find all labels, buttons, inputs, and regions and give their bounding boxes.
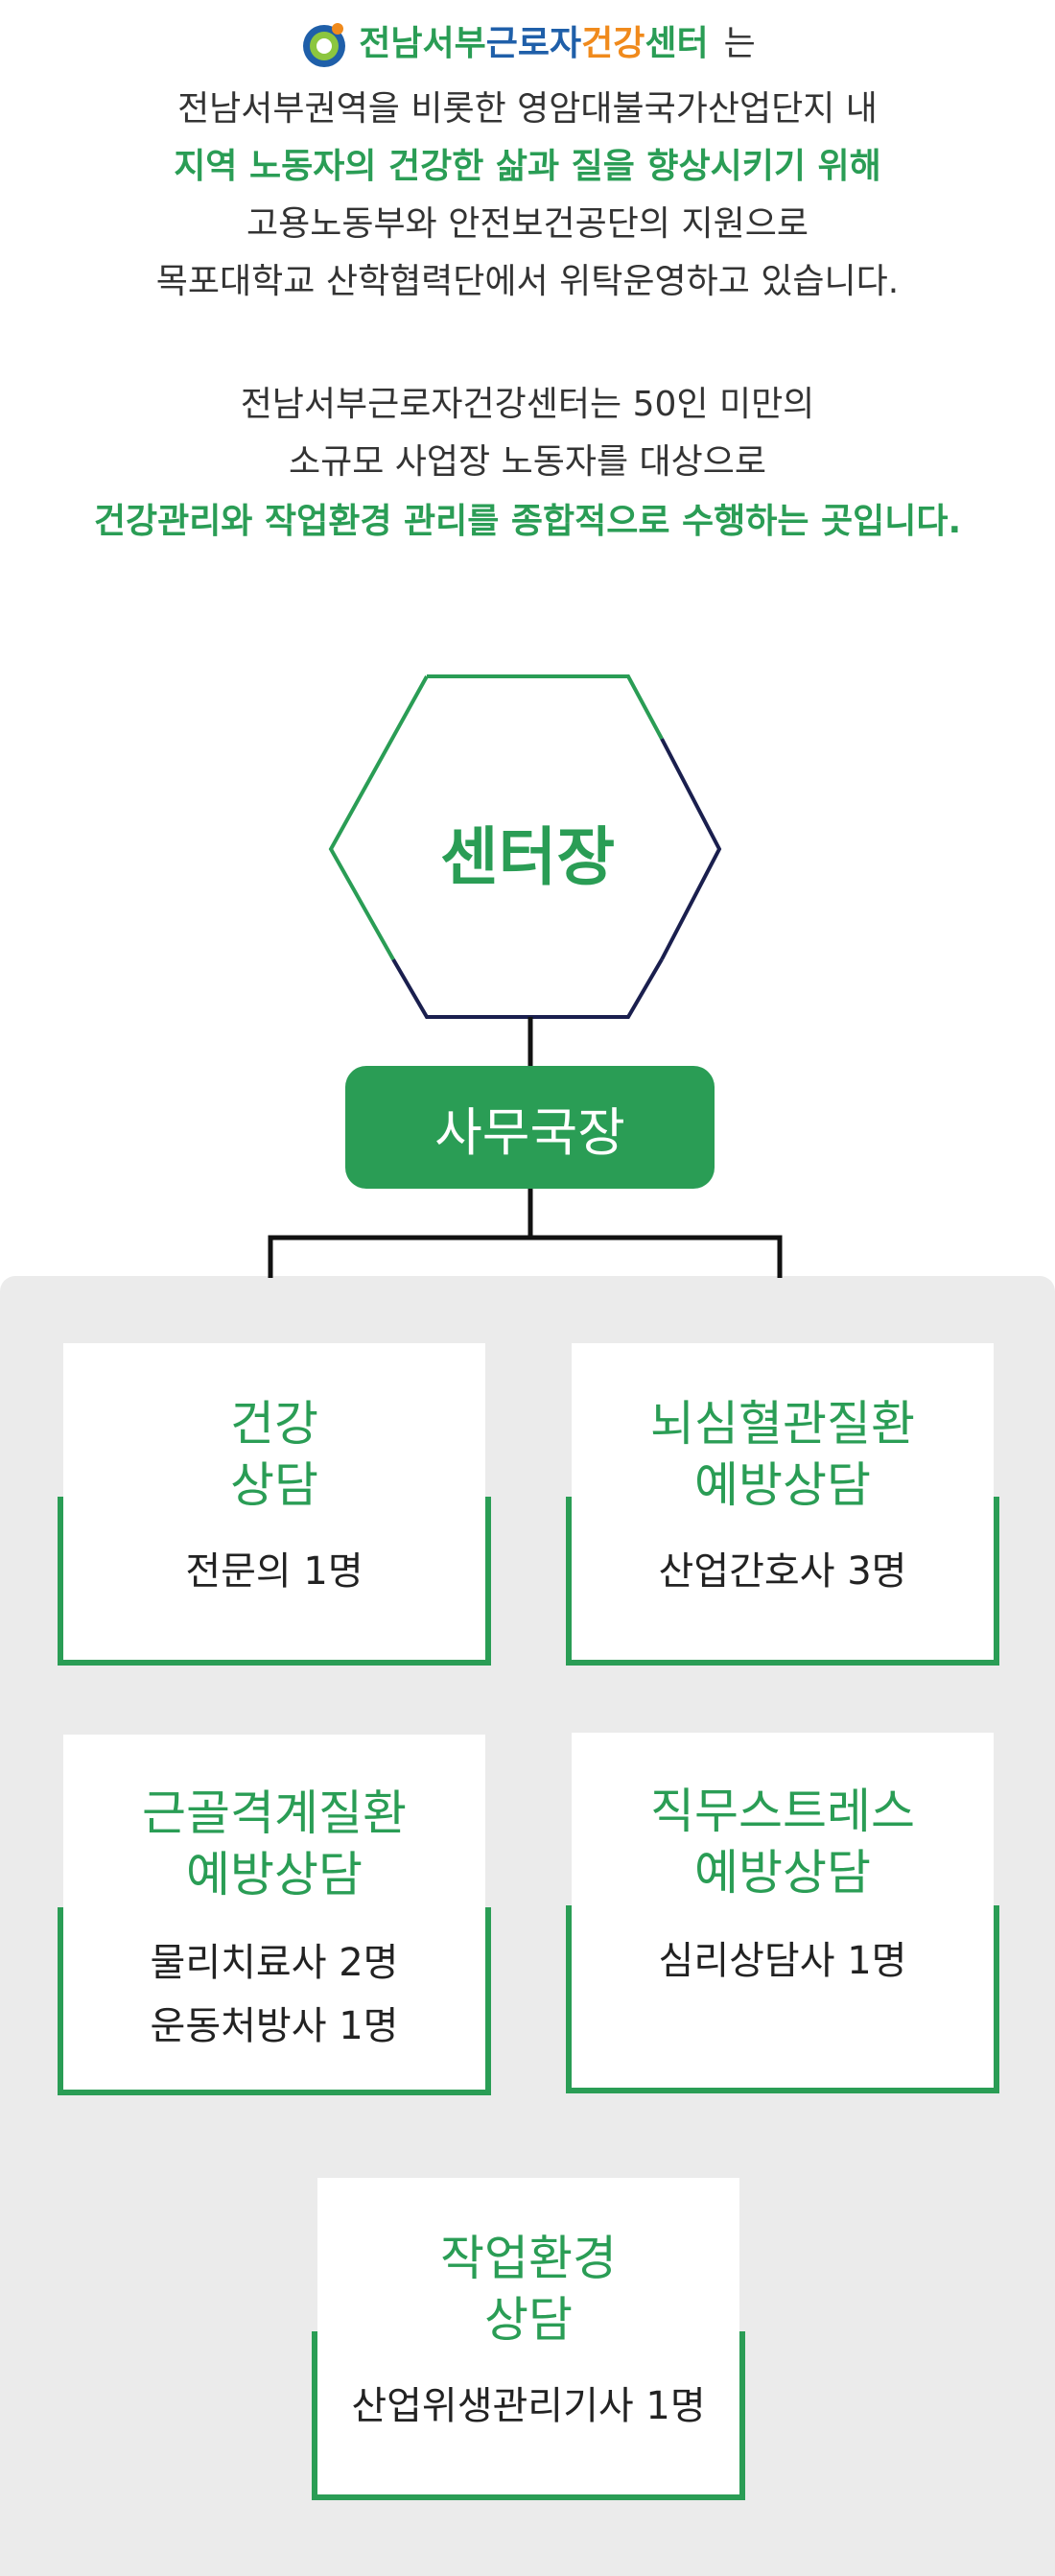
director-label: 사무국장 bbox=[434, 1101, 625, 1163]
card-bracket bbox=[312, 2331, 745, 2500]
hexagon-bottom-edge bbox=[391, 957, 664, 1019]
team-staff-line1: 심리상담사 1명 bbox=[658, 1939, 907, 1983]
center-brand-name: 전남서부근로자건강센터 bbox=[359, 21, 708, 67]
connector-branch bbox=[268, 1235, 783, 1278]
brand-part-region: 전남서부 bbox=[359, 24, 486, 63]
brand-part-center: 센터 bbox=[645, 24, 709, 63]
card-bracket bbox=[58, 1907, 491, 2095]
team-card-musculoskeletal: 근골격계질환 예방상담 물리치료사 2명 운동처방사 1명 bbox=[58, 1735, 491, 2095]
center-head-label: 센터장 bbox=[439, 820, 616, 894]
card-bracket bbox=[58, 1497, 491, 1666]
team-title-line2: 예방상담 bbox=[694, 1845, 871, 1901]
brand-suffix: 는 bbox=[723, 24, 756, 63]
team-title-line2: 상담 bbox=[484, 2292, 573, 2348]
team-card-stress: 직무스트레스 예방상담 심리상담사 1명 bbox=[566, 1733, 999, 2093]
team-title-line2: 예방상담 bbox=[186, 1847, 363, 1902]
team-staff-line1: 산업간호사 3명 bbox=[658, 1549, 907, 1594]
hexagon-left-edge bbox=[328, 675, 429, 960]
team-title-line2: 상담 bbox=[230, 1457, 318, 1513]
team-title-line1: 직무스트레스 bbox=[650, 1784, 915, 1839]
team-card-health: 건강 상담 전문의 1명 bbox=[58, 1343, 491, 1666]
intro-line-target-size: 전남서부근로자건강센터는 50인 미만의 bbox=[240, 385, 815, 424]
team-staff-line1: 산업위생관리기사 1명 bbox=[351, 2384, 706, 2428]
team-title-line1: 근골격계질환 bbox=[142, 1785, 407, 1841]
brand-part-worker: 근로자 bbox=[485, 24, 582, 63]
brand-part-health: 건강 bbox=[581, 24, 645, 63]
intro-line-support: 고용노동부와 안전보건공단의 지원으로 bbox=[246, 204, 809, 244]
team-staff-line1: 물리치료사 2명 bbox=[150, 1941, 399, 1985]
intro-line-mission: 지역 노동자의 건강한 삶과 질을 향상시키기 위해 bbox=[174, 147, 881, 186]
intro-line-operator: 목포대학교 산학협력단에서 위탁운영하고 있습니다. bbox=[155, 262, 900, 301]
card-bracket bbox=[566, 1905, 999, 2093]
org-chart-graphic bbox=[268, 674, 783, 1278]
center-logo-icon bbox=[303, 23, 346, 67]
team-title-line1: 건강 bbox=[230, 1396, 318, 1452]
team-title-line1: 작업환경 bbox=[440, 2231, 617, 2286]
intro-line-role: 건강관리와 작업환경 관리를 종합적으로 수행하는 곳입니다. bbox=[93, 502, 962, 541]
hexagon-top-edge bbox=[427, 674, 664, 740]
team-card-cardio: 뇌심혈관질환 예방상담 산업간호사 3명 bbox=[566, 1343, 999, 1666]
intro-line-target-workers: 소규모 사업장 노동자를 대상으로 bbox=[288, 442, 766, 482]
director-box: 사무국장 bbox=[345, 1066, 715, 1189]
intro-line-region: 전남서부권역을 비롯한 영암대불국가산업단지 내 bbox=[177, 89, 878, 129]
team-title-line2: 예방상담 bbox=[694, 1457, 871, 1513]
team-staff-line1: 전문의 1명 bbox=[185, 1549, 363, 1594]
intro-brand-line: 전남서부근로자건강센터 는 bbox=[0, 19, 1055, 69]
team-card-workenv: 작업환경 상담 산업위생관리기사 1명 bbox=[312, 2178, 745, 2500]
team-staff-line2: 운동처방사 1명 bbox=[150, 2004, 399, 2048]
card-bracket bbox=[566, 1497, 999, 1666]
hexagon-right-edge bbox=[660, 738, 722, 960]
team-title-line1: 뇌심혈관질환 bbox=[650, 1396, 915, 1452]
